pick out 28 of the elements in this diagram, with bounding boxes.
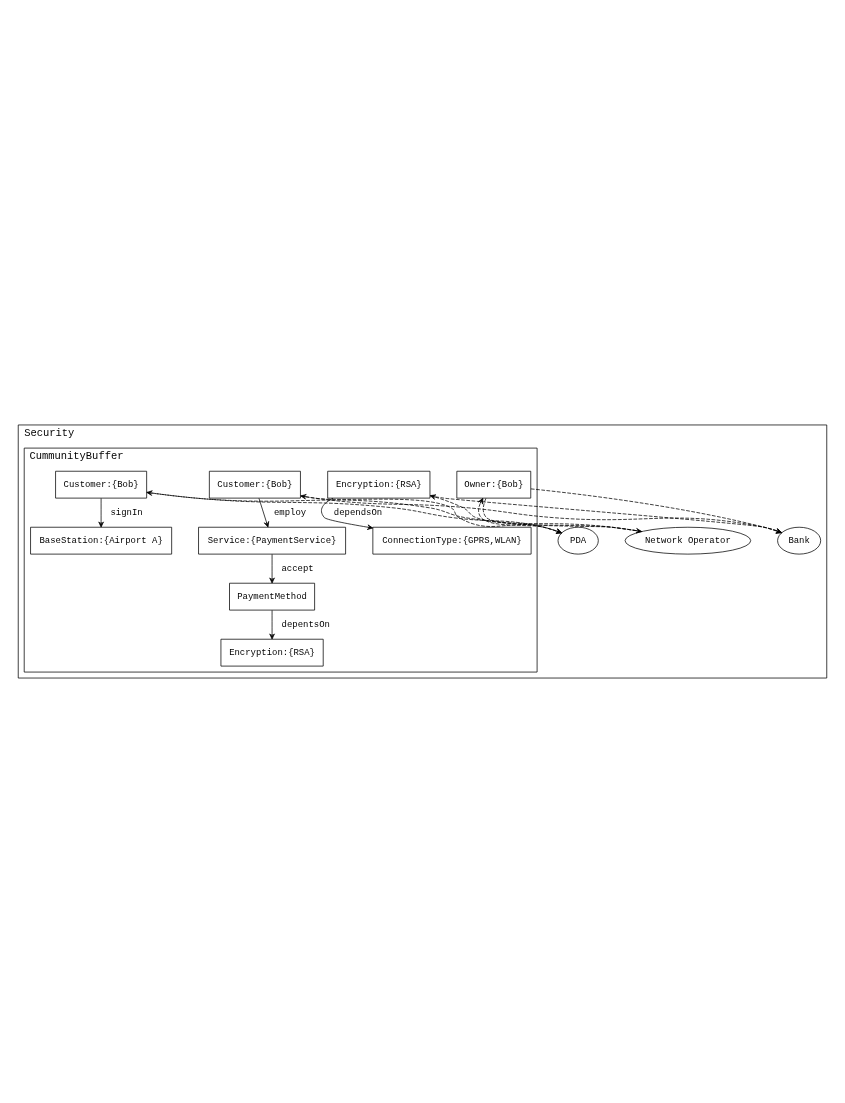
arrow <box>146 490 643 532</box>
arrow <box>300 494 783 533</box>
arrow <box>258 497 270 528</box>
node-box: PaymentMethod <box>229 582 315 611</box>
node-box: Encryption:{RSA} <box>327 470 431 499</box>
arrow <box>478 498 562 534</box>
node-box: Customer:{Bob} <box>209 470 301 499</box>
node-box: Encryption:{RSA} <box>220 638 324 667</box>
edge-label: accept <box>281 563 314 574</box>
arrow <box>429 495 782 534</box>
arrow <box>321 497 374 530</box>
node-box: Customer:{Bob} <box>55 470 148 499</box>
edge-label: depentsOn <box>281 619 330 630</box>
edge-label: signIn <box>110 507 143 518</box>
node-box: Service:{PaymentService} <box>198 526 346 555</box>
edge-label: dependsOn <box>333 507 383 518</box>
arrow <box>300 495 562 534</box>
arrow <box>482 498 642 534</box>
arrow <box>429 494 643 532</box>
node-box: ConnectionType:{GPRS,WLAN} <box>372 526 532 555</box>
node-box: Owner:{Bob} <box>456 470 532 499</box>
arrow <box>530 488 782 534</box>
arrow <box>146 491 562 534</box>
arrow <box>98 497 104 528</box>
arrow <box>269 553 275 584</box>
edge-label: employ <box>273 507 307 518</box>
node-box: BaseStation:{Airport A} <box>30 526 173 555</box>
arrow <box>269 609 275 640</box>
